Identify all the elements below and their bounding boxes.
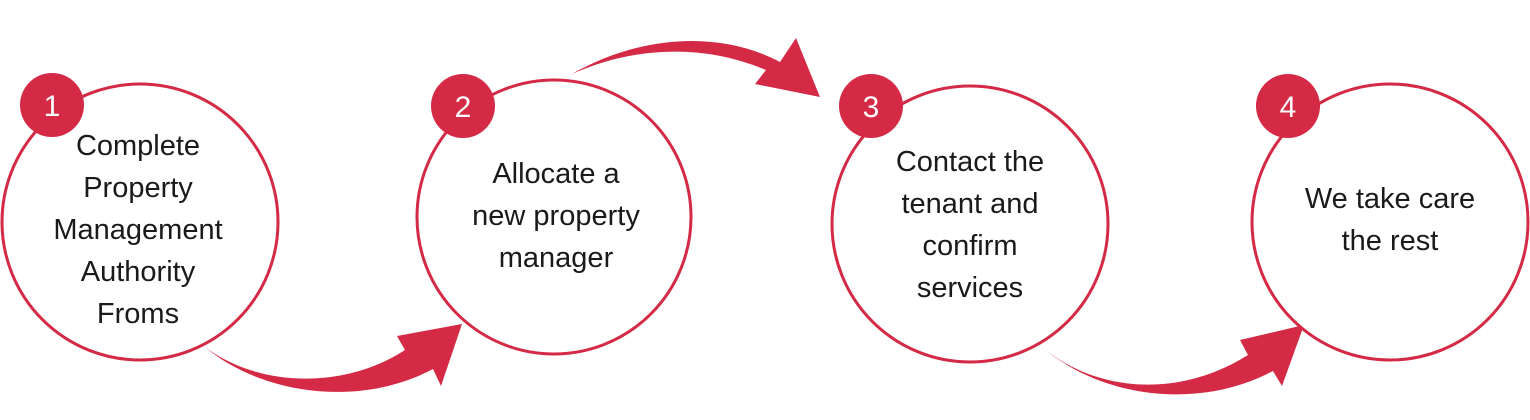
arrow-1-to-2	[205, 324, 462, 392]
step-3-number: 3	[863, 91, 880, 124]
step-3: 3	[830, 74, 1110, 364]
arrow-1-to-2-body	[205, 324, 462, 392]
step-1-label: Complete Property Management Authority F…	[53, 130, 223, 330]
step-1-number: 1	[44, 90, 61, 123]
step-3-label: Contact the tenant and confirm services	[895, 146, 1045, 304]
step-3-badge	[839, 74, 903, 138]
step-2: 2	[415, 74, 693, 356]
arrow-2-to-3-body	[572, 38, 820, 97]
step-1-circle	[0, 82, 280, 362]
step-2-number: 2	[455, 91, 472, 124]
step-2-badge	[431, 74, 495, 138]
step-4: 4	[1250, 74, 1530, 362]
step-1: 1	[0, 73, 280, 362]
step-4-circle	[1250, 82, 1530, 362]
arrow-3-to-4-body	[1047, 325, 1304, 395]
step-2-label: Allocate a new property manager	[472, 158, 640, 274]
step-1-badge	[20, 73, 84, 137]
step-4-label: We take care the rest	[1304, 183, 1476, 257]
step-4-badge	[1256, 74, 1320, 138]
arrow-3-to-4	[1047, 325, 1304, 395]
arrow-2-to-3	[572, 38, 820, 97]
step-3-circle	[830, 84, 1110, 364]
step-2-circle	[415, 78, 693, 356]
step-4-number: 4	[1280, 91, 1297, 124]
